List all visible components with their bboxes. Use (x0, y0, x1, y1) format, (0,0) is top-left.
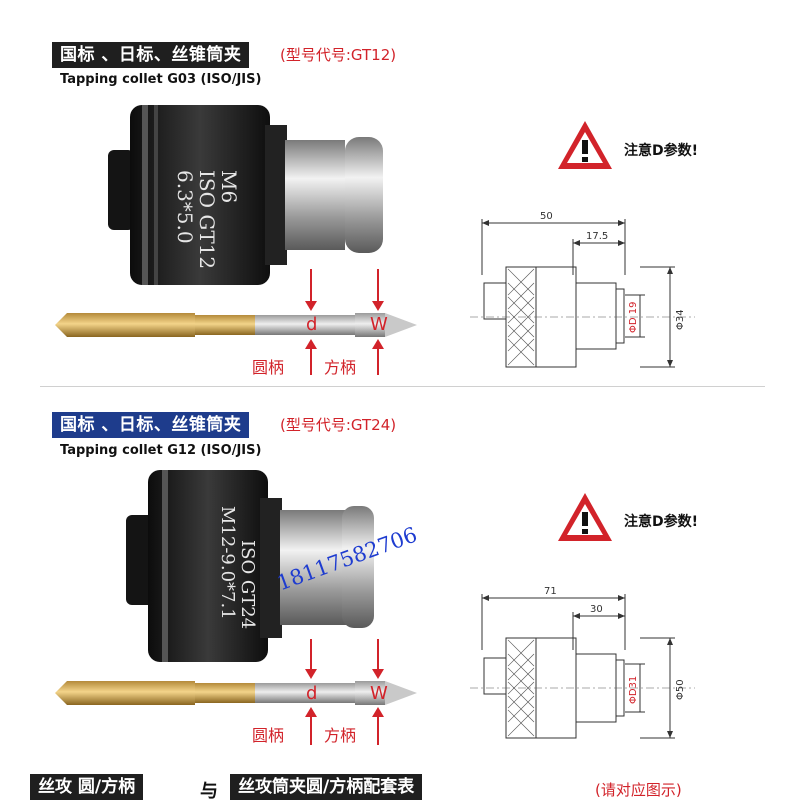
drawing2-outer-diameter: Φ50 (675, 679, 686, 700)
drawing1-overall-length: 50 (540, 211, 553, 222)
technical-drawing-2: 71 30 ΦD31 Φ50 (470, 586, 695, 739)
warning-text-2: 注意D参数! (624, 514, 699, 530)
collet-image-1 (108, 105, 383, 285)
section2-model-code: (型号代号:GT24) (280, 416, 397, 434)
footer-left-bar: 丝攻 圆/方柄 (30, 774, 144, 800)
collet2-engraving-2: ISO GT24 (237, 540, 258, 630)
warning-icon (558, 121, 612, 169)
tap2-square-shank-label: 方柄 (324, 726, 357, 745)
warning-text-1: 注意D参数! (624, 143, 699, 159)
section2-title: 国标 、日标、丝锥筒夹 (52, 412, 250, 438)
technical-drawing-1: 50 17.5 ΦD 19 Φ34 (470, 211, 695, 368)
section1-model-code: (型号代号:GT12) (280, 46, 397, 64)
drawing2-bore-diameter: ΦD31 (628, 676, 639, 704)
footer-connector: 与 (200, 781, 218, 802)
section1-title: 国标 、日标、丝锥筒夹 (52, 42, 250, 68)
footer-right-bar: 丝攻筒夹圆/方柄配套表 (230, 774, 423, 800)
tap2-w-label: W (370, 683, 388, 704)
footer-note: (请对应图示) (595, 781, 682, 799)
tap2-d-label: d (306, 683, 318, 704)
section2-subtitle: Tapping collet G12 (ISO/JIS) (60, 443, 262, 458)
section1-subtitle: Tapping collet G03 (ISO/JIS) (60, 72, 262, 87)
tap1-d-label: d (306, 314, 318, 335)
tap1-round-shank-label: 圆柄 (252, 358, 285, 377)
warning-icon (558, 493, 612, 541)
drawing1-outer-diameter: Φ34 (675, 309, 686, 330)
tap1-square-shank-label: 方柄 (324, 358, 357, 377)
section-divider (40, 386, 765, 387)
drawing2-overall-length: 71 (544, 586, 557, 597)
collet2-engraving-1: M12-9.0*7.1 (217, 506, 238, 620)
tap-image-2 (55, 639, 417, 745)
tap2-round-shank-label: 圆柄 (252, 726, 285, 745)
drawing1-bore-diameter: ΦD 19 (628, 302, 639, 333)
drawing1-partial-length: 17.5 (586, 231, 608, 242)
tap1-w-label: W (370, 314, 388, 335)
drawing2-partial-length: 30 (590, 604, 603, 615)
collet-image-2 (126, 470, 374, 662)
tap-image-1 (55, 269, 417, 375)
